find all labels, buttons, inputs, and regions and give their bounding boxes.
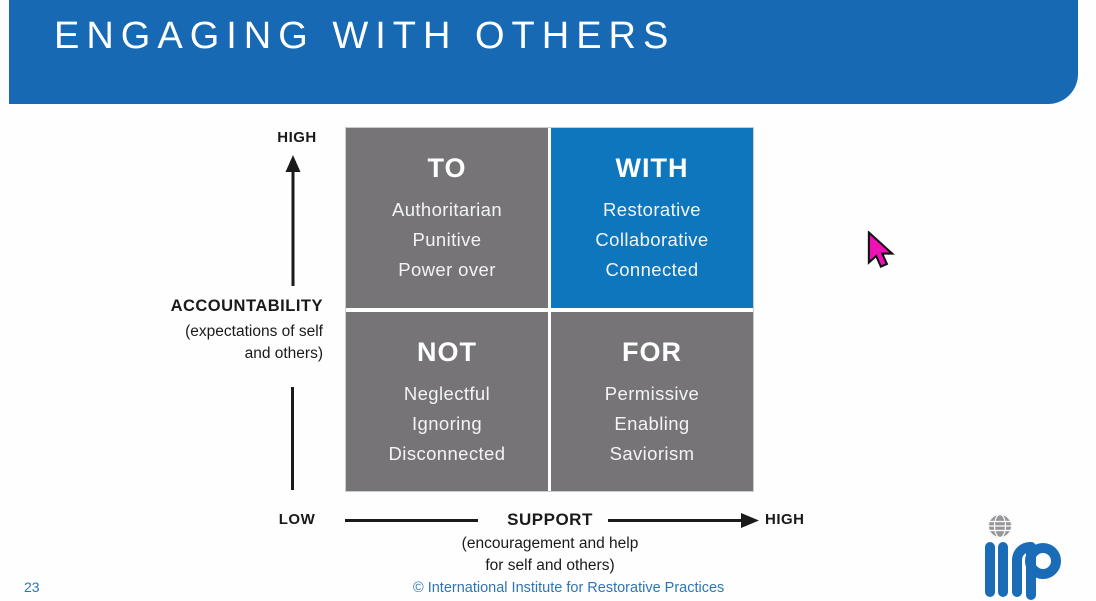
quadrant-to: TO Authoritarian Punitive Power over [346, 128, 548, 308]
quadrant-for-item: Saviorism [609, 442, 695, 464]
accountability-sublabel-line1: (expectations of self [185, 323, 323, 340]
quadrant-not-item: Ignoring [411, 412, 483, 434]
accountability-sublabel-line2: and others) [244, 345, 323, 362]
page-title: ENGAGING WITH OTHERS [54, 15, 676, 57]
quadrant-not-item: Neglectful [403, 382, 491, 404]
quadrant-not: NOT Neglectful Ignoring Disconnected [346, 311, 548, 491]
vertical-axis-label: ACCOUNTABILITY (expectations of self and… [171, 297, 323, 365]
globe-icon [988, 513, 1012, 539]
quadrant-with-item: Restorative [603, 199, 701, 220]
copyright-text: © International Institute for Restorativ… [413, 580, 725, 596]
support-sublabel: (encouragement and help for self and oth… [420, 533, 680, 577]
quadrant-not-item: Disconnected [388, 442, 506, 464]
quadrant-to-item: Punitive [412, 229, 482, 250]
vertical-axis-high-label: HIGH [277, 129, 317, 146]
horizontal-axis-high-label: HIGH [765, 511, 805, 528]
horizontal-axis-line-left [345, 519, 478, 522]
header-band [9, 0, 1078, 104]
quadrant-to-item: Power over [398, 259, 496, 280]
mouse-cursor-icon [867, 231, 895, 268]
support-sublabel-line2: for self and others) [485, 557, 615, 574]
quadrant-with-heading: WITH [615, 153, 689, 183]
axis-low-label: LOW [278, 511, 316, 528]
quadrant-for-item: Permissive [604, 382, 700, 404]
page-number: 23 [24, 579, 40, 595]
quadrant-for-heading: FOR [622, 336, 682, 367]
social-discipline-window: TO Authoritarian Punitive Power over WIT… [345, 127, 754, 492]
support-sublabel-line1: (encouragement and help [461, 535, 639, 552]
iirp-logo-letters [985, 542, 1061, 600]
quadrant-for-item: Enabling [614, 412, 690, 434]
accountability-label: ACCOUNTABILITY [170, 297, 323, 315]
quadrant-not-heading: NOT [417, 336, 477, 367]
quadrant-with-item: Collaborative [595, 229, 709, 250]
vertical-axis-line-lower [291, 387, 294, 490]
horizontal-axis-arrow [608, 513, 759, 528]
quadrant-for: FOR Permissive Enabling Saviorism [551, 311, 753, 491]
iirp-logo [985, 513, 1061, 600]
quadrant-with-item: Connected [605, 259, 699, 280]
support-label: SUPPORT [507, 510, 593, 529]
quadrant-to-item: Authoritarian [391, 199, 503, 220]
vertical-axis-arrow [285, 155, 301, 286]
quadrant-to-heading: TO [427, 153, 467, 183]
quadrant-with: WITH Restorative Collaborative Connected [551, 128, 753, 308]
